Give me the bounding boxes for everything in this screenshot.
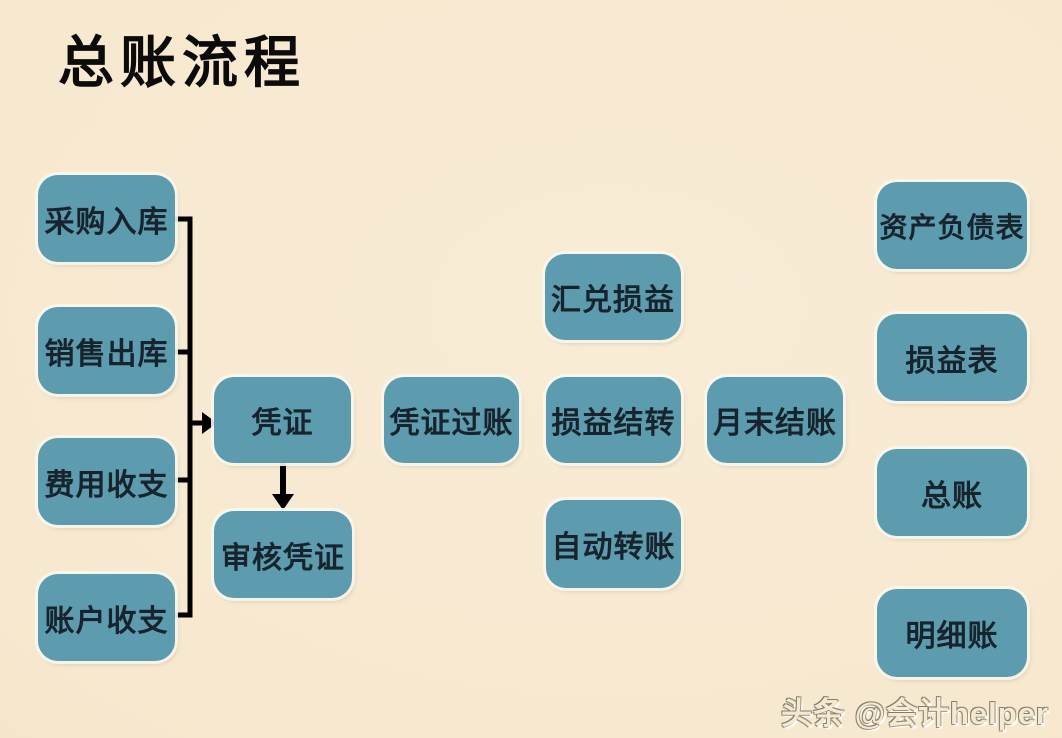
node-label: 费用收支 bbox=[44, 468, 169, 502]
node-voucher-audit: 审核凭证 bbox=[214, 511, 352, 598]
node-label: 审核凭证 bbox=[221, 541, 345, 575]
node-label: 销售出库 bbox=[44, 337, 169, 371]
node-label: 资产负债表 bbox=[879, 212, 1025, 244]
node-label: 总账 bbox=[921, 479, 983, 513]
node-month-end-closing: 月末结账 bbox=[707, 377, 843, 463]
node-label: 凭证 bbox=[251, 407, 314, 440]
node-auto-transfer: 自动转账 bbox=[546, 500, 681, 588]
node-label: 明细账 bbox=[905, 620, 999, 653]
node-label: 汇兑损益 bbox=[551, 284, 675, 317]
node-label: 账户收支 bbox=[44, 604, 169, 638]
node-subsidiary-ledger: 明细账 bbox=[877, 589, 1027, 677]
node-purchase-inbound: 采购入库 bbox=[38, 175, 175, 262]
node-account-flow: 账户收支 bbox=[38, 574, 175, 661]
node-label: 月末结账 bbox=[713, 407, 837, 440]
node-balance-sheet: 资产负债表 bbox=[877, 182, 1027, 269]
node-general-ledger: 总账 bbox=[877, 449, 1027, 536]
node-income-statement: 损益表 bbox=[877, 314, 1027, 401]
node-sales-outbound: 销售出库 bbox=[38, 307, 175, 394]
arrow-to-voucher-head-icon bbox=[202, 412, 217, 434]
node-expense-flow: 费用收支 bbox=[38, 438, 175, 525]
node-voucher-posting: 凭证过账 bbox=[384, 377, 519, 463]
node-label: 损益结转 bbox=[551, 407, 676, 440]
bracket-connector-line bbox=[175, 216, 193, 618]
node-label: 自动转账 bbox=[551, 531, 676, 564]
node-label: 损益表 bbox=[905, 344, 999, 378]
node-exchange-gain-loss: 汇兑损益 bbox=[545, 254, 681, 340]
page-title: 总账流程 bbox=[58, 31, 306, 94]
node-label: 凭证过账 bbox=[389, 407, 514, 440]
arrow-voucher-to-audit-head-icon bbox=[272, 494, 294, 510]
watermark: 头条 @会计helper bbox=[781, 696, 1049, 731]
node-label: 采购入库 bbox=[44, 205, 169, 239]
node-profit-loss-carryover: 损益结转 bbox=[546, 377, 681, 463]
node-voucher: 凭证 bbox=[214, 377, 351, 463]
